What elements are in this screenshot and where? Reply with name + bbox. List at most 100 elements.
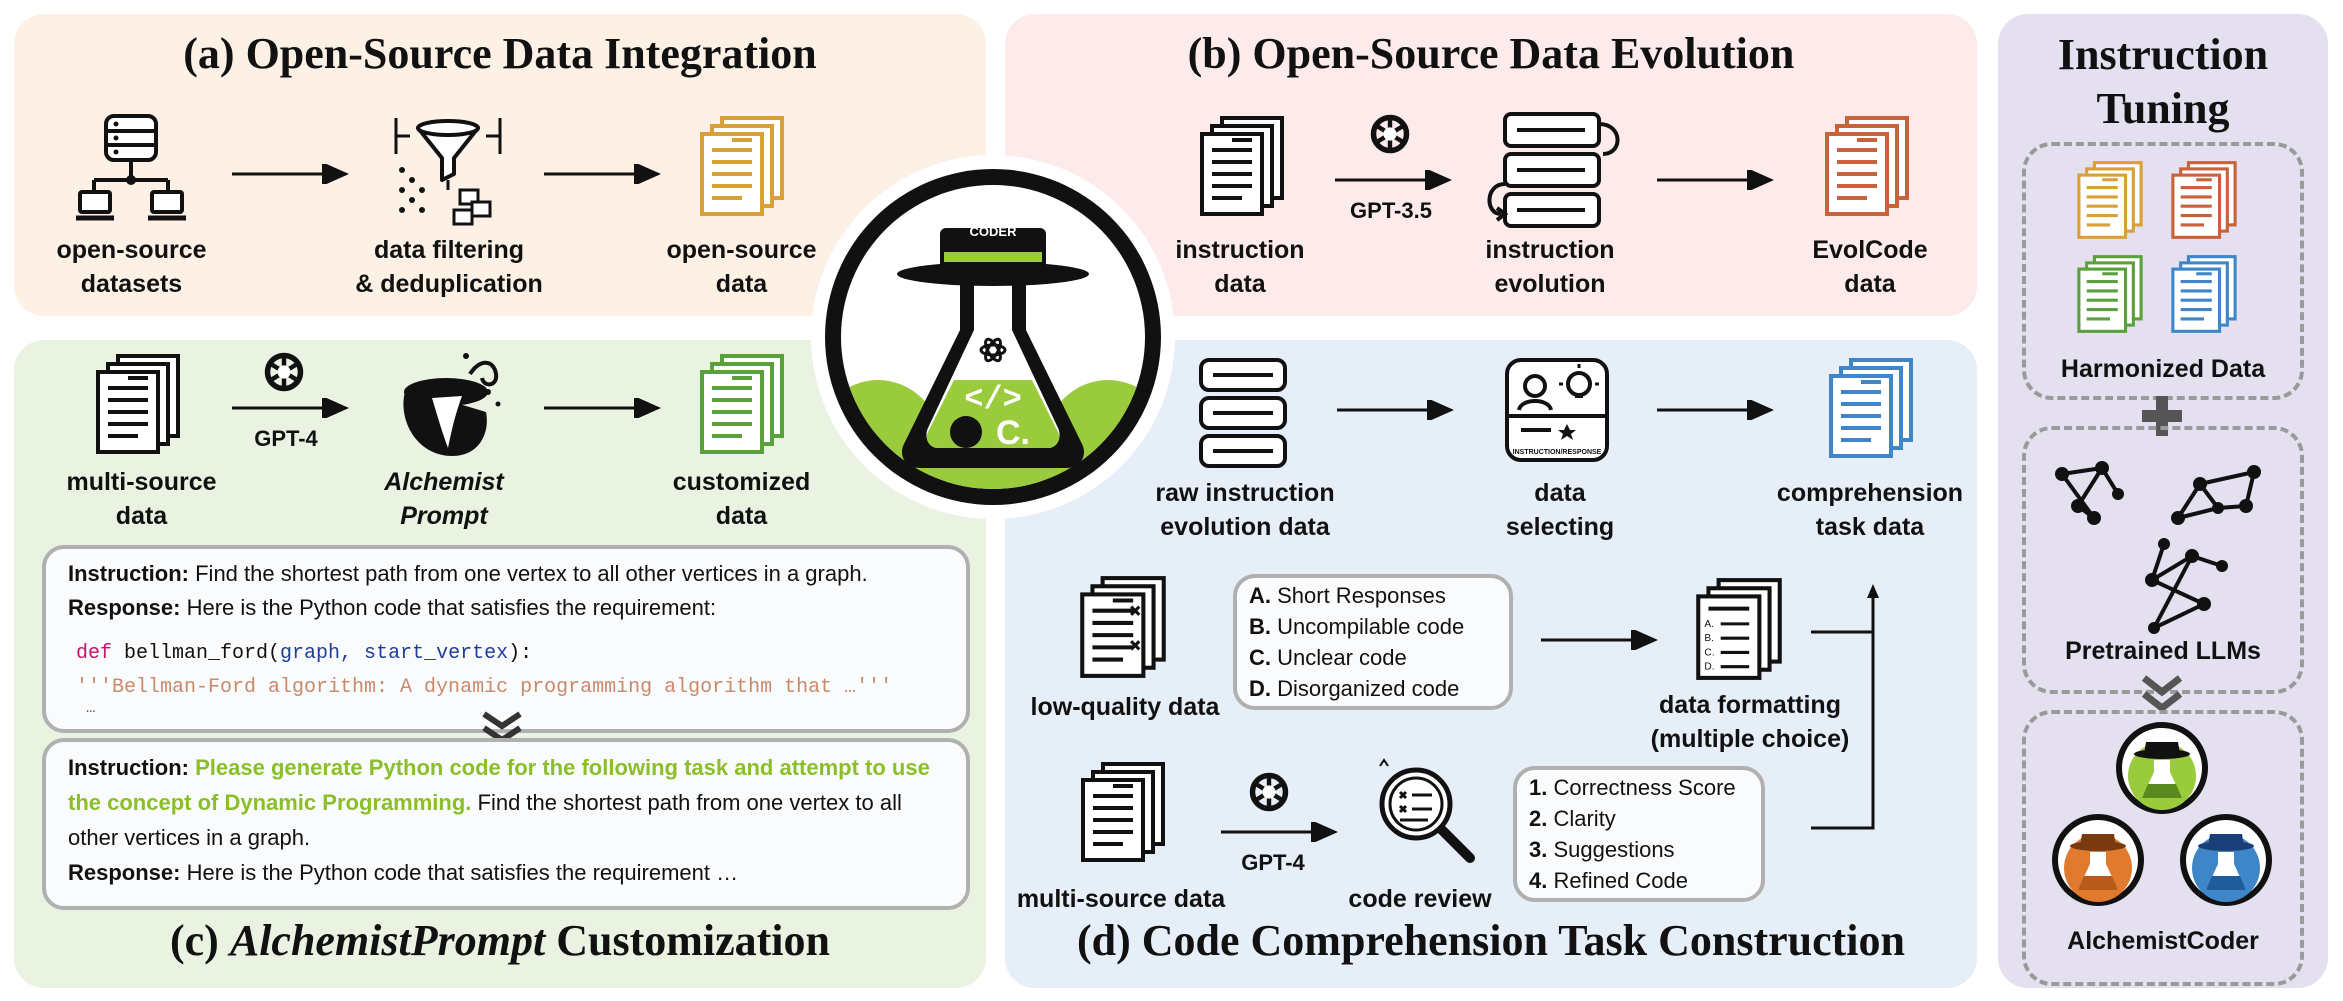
document-stack-icon bbox=[700, 116, 784, 216]
alchemist-model-icon-green bbox=[2116, 722, 2208, 814]
panel-b: (b) Open-Source Data Evolution GPT-3.5 i… bbox=[1005, 14, 1977, 316]
logo-text-line1: ALCHEMIST bbox=[955, 210, 1031, 225]
label-low-quality: low-quality data bbox=[1030, 693, 1220, 721]
arrow bbox=[1337, 400, 1454, 420]
arrow bbox=[232, 164, 349, 184]
label-comprehension-data: comprehension task data bbox=[1776, 479, 1964, 541]
arrow bbox=[232, 398, 349, 418]
document-stack-icon bbox=[2171, 161, 2237, 239]
model-label-gpt35: GPT-3.5 bbox=[1350, 198, 1432, 223]
instruction-key: Instruction: bbox=[68, 561, 189, 586]
panel-d: INSTRUCTION/RESPONSE raw instruction evo… bbox=[1005, 340, 1977, 988]
panel-c: GPT-4 multi-source data Alchemist Prompt… bbox=[14, 340, 986, 988]
arrow bbox=[1657, 170, 1774, 190]
title-rest: Customization bbox=[545, 916, 830, 965]
chevron-double-down-icon bbox=[2141, 675, 2183, 713]
instruction-text: Find the shortest path from one vertex t… bbox=[68, 790, 902, 850]
label-alchemist-prompt: Alchemist Prompt bbox=[384, 468, 504, 530]
title-italic: AlchemistPrompt bbox=[229, 916, 546, 965]
review-items-box: 1. Correctness Score 2. Clarity 3. Sugge… bbox=[1513, 766, 1765, 902]
model-label-gpt4-d: GPT-4 bbox=[1241, 850, 1305, 875]
response-text: Here is the Python code that satisfies t… bbox=[180, 860, 739, 885]
code-docstring: '''Bellman-Ford algorithm: A dynamic pro… bbox=[76, 676, 893, 699]
code-ellipsis: … bbox=[86, 699, 96, 717]
document-stack-icon bbox=[2171, 255, 2237, 333]
option-item: C. Unclear code bbox=[1249, 645, 1407, 670]
database-network-icon bbox=[76, 114, 186, 221]
arrow bbox=[1541, 630, 1658, 650]
arrow bbox=[1657, 400, 1774, 420]
code-end: ): bbox=[508, 642, 533, 665]
panel-e-title: Instruction Tuning bbox=[2057, 30, 2269, 133]
svg-text:D.: D. bbox=[1704, 662, 1714, 673]
label-customized-data: customized data bbox=[672, 468, 811, 530]
model-label-gpt4: GPT-4 bbox=[254, 426, 318, 451]
response-text: Here is the Python code that satisfies t… bbox=[180, 595, 717, 620]
document-stack-icon bbox=[2077, 255, 2143, 333]
code-snippet: def bellman_ford(graph, start_vertex): '… bbox=[76, 637, 892, 705]
code-keyword: def bbox=[76, 642, 113, 665]
label-harmonized-data: Harmonized Data bbox=[2060, 355, 2266, 383]
instruction-key: Instruction: bbox=[68, 755, 189, 780]
review-item: 1. Correctness Score bbox=[1529, 775, 1736, 800]
svg-text:C.: C. bbox=[1704, 647, 1714, 658]
selecting-caption: INSTRUCTION/RESPONSE bbox=[1513, 449, 1602, 456]
instruction-text: Find the shortest path from one vertex t… bbox=[189, 561, 868, 586]
label-pretrained-llms: Pretrained LLMs bbox=[2065, 637, 2261, 665]
filter-funnel-icon bbox=[394, 118, 502, 226]
arrow bbox=[1335, 170, 1452, 190]
svg-text:B.: B. bbox=[1704, 633, 1714, 644]
alchemist-prompt-highlight: Please generate Python code for the foll… bbox=[68, 755, 930, 815]
stacked-records-icon bbox=[1199, 358, 1287, 468]
magic-hat-icon bbox=[403, 353, 501, 456]
panel-a: (a) Open-Source Data Integration open-so… bbox=[14, 14, 986, 316]
panel-e: Instruction Tuning Harmonized Data Pretr… bbox=[1998, 14, 2328, 988]
document-stack-icon bbox=[2077, 161, 2143, 239]
document-stack-icon bbox=[1081, 762, 1165, 862]
label-multi-source-data-d: multi-source data bbox=[1016, 885, 1226, 913]
openai-logo-icon bbox=[1247, 770, 1291, 814]
label-data-filtering: data filtering & deduplication bbox=[355, 236, 543, 298]
document-stack-icon bbox=[1829, 358, 1913, 458]
label-instruction-evolution: instruction evolution bbox=[1485, 236, 1615, 298]
flagged-document-icon bbox=[1071, 572, 1175, 682]
option-item: A. Short Responses bbox=[1249, 583, 1446, 608]
code-args: graph, start_vertex bbox=[280, 642, 509, 665]
label-instruction-data: instruction data bbox=[1175, 236, 1305, 298]
response-key: Response: bbox=[68, 860, 181, 885]
instruction-evolution-icon bbox=[1487, 112, 1620, 228]
graph-network-icon bbox=[2055, 461, 2261, 634]
arrow bbox=[1221, 822, 1338, 842]
option-item: B. Uncompilable code bbox=[1249, 614, 1465, 639]
example-box-customized: Instruction: Please generate Python code… bbox=[42, 738, 970, 910]
review-item: 4. Refined Code bbox=[1529, 868, 1689, 893]
label-multi-source-data: multi-source data bbox=[66, 468, 217, 530]
document-stack-icon bbox=[1825, 116, 1909, 216]
multiple-choice-document-icon: A. B. C. D. bbox=[1696, 578, 1782, 680]
label-code-review: code review bbox=[1348, 885, 1492, 913]
openai-logo-icon bbox=[1368, 112, 1412, 156]
document-stack-icon bbox=[1200, 116, 1284, 216]
panel-d-title: (d) Code Comprehension Task Construction bbox=[1076, 916, 1905, 965]
data-selecting-icon: INSTRUCTION/RESPONSE bbox=[1505, 358, 1609, 462]
response-key: Response: bbox=[68, 595, 181, 620]
logo-flask-c: C. bbox=[996, 414, 1030, 452]
code-review-magnifier-icon bbox=[1379, 758, 1475, 863]
alchemistcoder-group bbox=[2022, 710, 2304, 986]
panel-a-title: (a) Open-Source Data Integration bbox=[183, 29, 817, 78]
connector-arrow bbox=[1811, 584, 1879, 830]
review-item: 2. Clarity bbox=[1529, 806, 1616, 831]
alchemist-coder-logo: ALCHEMIST CODER </> C. bbox=[811, 155, 1175, 519]
label-data-selecting: data selecting bbox=[1505, 479, 1615, 541]
alchemist-model-icon-orange bbox=[2052, 814, 2144, 906]
panel-c-title: (c) AlchemistPrompt Customization bbox=[170, 916, 830, 965]
label-open-source-data: open-source data bbox=[666, 236, 817, 298]
review-item: 3. Suggestions bbox=[1529, 837, 1675, 862]
label-evolcode-data: EvolCode data bbox=[1812, 236, 1928, 298]
document-stack-icon bbox=[96, 354, 180, 454]
logo-flask-code: </> bbox=[964, 381, 1022, 418]
document-stack-icon bbox=[700, 354, 784, 454]
logo-text-line2: CODER bbox=[970, 224, 1018, 239]
label-alchemistcoder: AlchemistCoder bbox=[2067, 927, 2259, 955]
svg-text:A.: A. bbox=[1704, 619, 1714, 630]
